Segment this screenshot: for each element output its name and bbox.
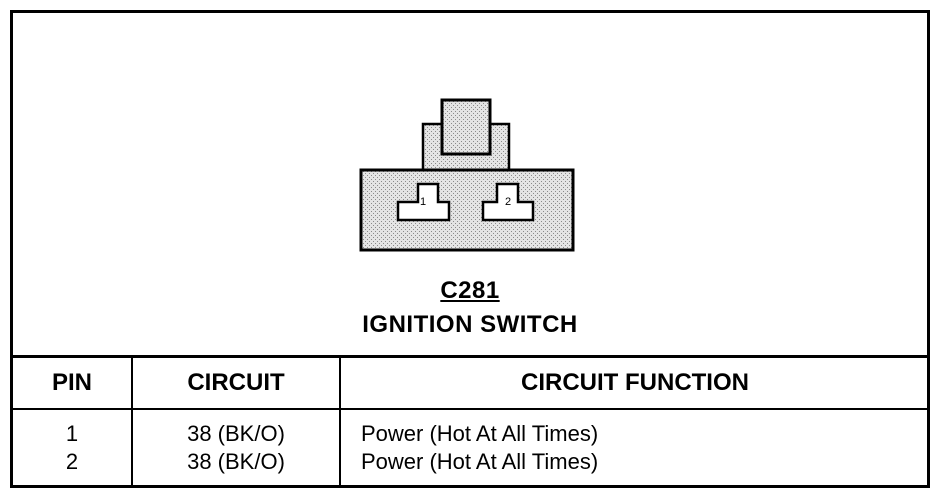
connector-name: IGNITION SWITCH bbox=[362, 311, 578, 338]
pin-column-header: PIN bbox=[13, 358, 131, 410]
circuit-column-header: CIRCUIT bbox=[133, 358, 339, 410]
table-row-1-pin: 1 bbox=[65, 421, 79, 446]
connector-body bbox=[359, 168, 575, 252]
connector-face-drawing: 1 2 bbox=[359, 98, 575, 252]
table-row-2-function: Power (Hot At All Times) bbox=[361, 449, 599, 474]
pin-table: PIN 1 2 CIRCUIT 38 (BK/O) 38 (BK/O) CIRC… bbox=[13, 358, 929, 485]
circuit-column: CIRCUIT 38 (BK/O) 38 (BK/O) bbox=[131, 358, 339, 485]
table-row-1-function: Power (Hot At All Times) bbox=[361, 421, 599, 446]
table-row-2-circuit: 38 (BK/O) bbox=[187, 449, 285, 474]
pin-1-label: 1 bbox=[420, 196, 426, 208]
pin-2-label: 2 bbox=[505, 196, 511, 208]
connector-id: C281 bbox=[440, 277, 500, 304]
pin-cavity-1 bbox=[396, 182, 451, 222]
connector-latch-tab bbox=[440, 98, 492, 156]
function-column: CIRCUIT FUNCTION Power (Hot At All Times… bbox=[339, 358, 929, 485]
pin-column: PIN 1 2 bbox=[13, 358, 131, 485]
table-row-2-pin: 2 bbox=[65, 449, 79, 474]
table-row-1-circuit: 38 (BK/O) bbox=[187, 421, 285, 446]
connector-chart-frame: 1 2 C281 IGNITION SWITCH PIN 1 2 CIRCUIT… bbox=[10, 10, 930, 488]
function-column-header: CIRCUIT FUNCTION bbox=[341, 358, 929, 410]
connector-diagram-area: 1 2 C281 IGNITION SWITCH bbox=[13, 13, 927, 358]
pin-cavity-2 bbox=[481, 182, 535, 222]
